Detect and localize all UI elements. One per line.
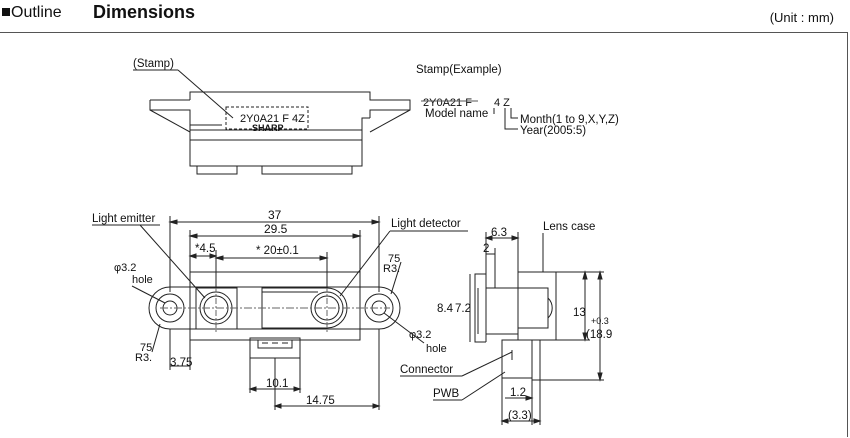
lens-case-label: Lens case (543, 221, 595, 233)
radius-bottom-b: 75 (140, 342, 152, 354)
stamp-text-line2: SHARP (252, 123, 284, 133)
header: Outline Dimensions (Unit : mm) (0, 0, 850, 32)
dim-4-5: *4.5 (195, 243, 215, 255)
light-emitter-label: Light emitter (92, 213, 155, 225)
dim-2: 2 (483, 243, 489, 255)
unit-label: (Unit : mm) (769, 10, 834, 25)
pwb-board (501, 339, 533, 379)
top-view-lower-body (189, 129, 363, 167)
side-body (485, 287, 519, 335)
lens-case (517, 271, 557, 341)
year-label: Year(2005:5) (520, 125, 586, 137)
pwb-leader (461, 371, 506, 401)
dim-18-9: (18.9 (586, 329, 612, 341)
drawing-frame (0, 32, 848, 437)
right-mount-boss (364, 293, 394, 323)
stamp-area (225, 106, 309, 130)
dim-8-4: 8.4 (437, 303, 454, 315)
connector-label: Connector (400, 364, 453, 376)
radius-bottom-a: R3. (135, 352, 152, 364)
side-view: 6.3 2 Lens case 8.4 7.2 13 +0.3 (18.9 Co… (400, 221, 612, 425)
dim-3-3: (3.3) (508, 410, 532, 422)
dim-20: * 20±0.1 (256, 245, 299, 257)
stamp-example-title: Stamp(Example) (416, 64, 502, 76)
stamp-text-line1: 2Y0A21 F 4Z (240, 113, 305, 125)
radius-top-b: 75 (388, 253, 400, 265)
month-label: Month(1 to 9,X,Y,Z) (520, 114, 619, 126)
light-detector-leader (339, 230, 391, 297)
dim-3-75: 3.75 (170, 357, 192, 369)
top-view-body (149, 100, 222, 126)
radius-top-a: R3. (383, 263, 400, 275)
stamp-label: (Stamp) (133, 58, 174, 70)
connector-pin (531, 339, 541, 381)
dim-29-5: 29.5 (264, 222, 288, 236)
model-name-label: Model name (425, 108, 488, 120)
section-heading: Outline (2, 4, 62, 22)
top-view: (Stamp) 2Y0A21 F 4Z SHARP (133, 58, 411, 175)
dim-13: 13 (573, 307, 586, 319)
hole-right-label: hole (426, 343, 447, 355)
dim-10-1: 10.1 (266, 378, 288, 390)
stamp-example-suffix: 4 Z (494, 97, 510, 109)
hole-left-label: hole (132, 274, 153, 286)
dim-14-75: 14.75 (306, 395, 335, 407)
dim-tolerance: +0.3 (591, 316, 609, 326)
page-title: Dimensions (93, 2, 196, 22)
section-label: Outline (11, 4, 62, 21)
stamp-leader-line (177, 69, 234, 119)
dim-1-2: 1.2 (510, 387, 526, 399)
light-emitter-leader (139, 224, 206, 299)
dim-7-2: 7.2 (455, 303, 471, 315)
pwb-label: PWB (433, 388, 460, 400)
connector-leader (461, 351, 513, 377)
hole-right-dia: φ3.2 (409, 329, 431, 341)
dim-6-3: 6.3 (491, 227, 507, 239)
light-detector-label: Light detector (391, 218, 461, 230)
detector-lens-housing (261, 287, 348, 329)
square-bullet-icon (2, 8, 10, 16)
hole-left-dia: φ3.2 (114, 262, 136, 274)
stamp-example: Stamp(Example) 2Y0A21 F 4 Z Model name M… (416, 64, 619, 137)
front-view: 37 29.5 *4.5 * 20±0.1 Light emitter Ligh… (92, 208, 468, 410)
stamp-example-code: 2Y0A21 F (423, 97, 472, 109)
dim-37: 37 (268, 208, 282, 222)
